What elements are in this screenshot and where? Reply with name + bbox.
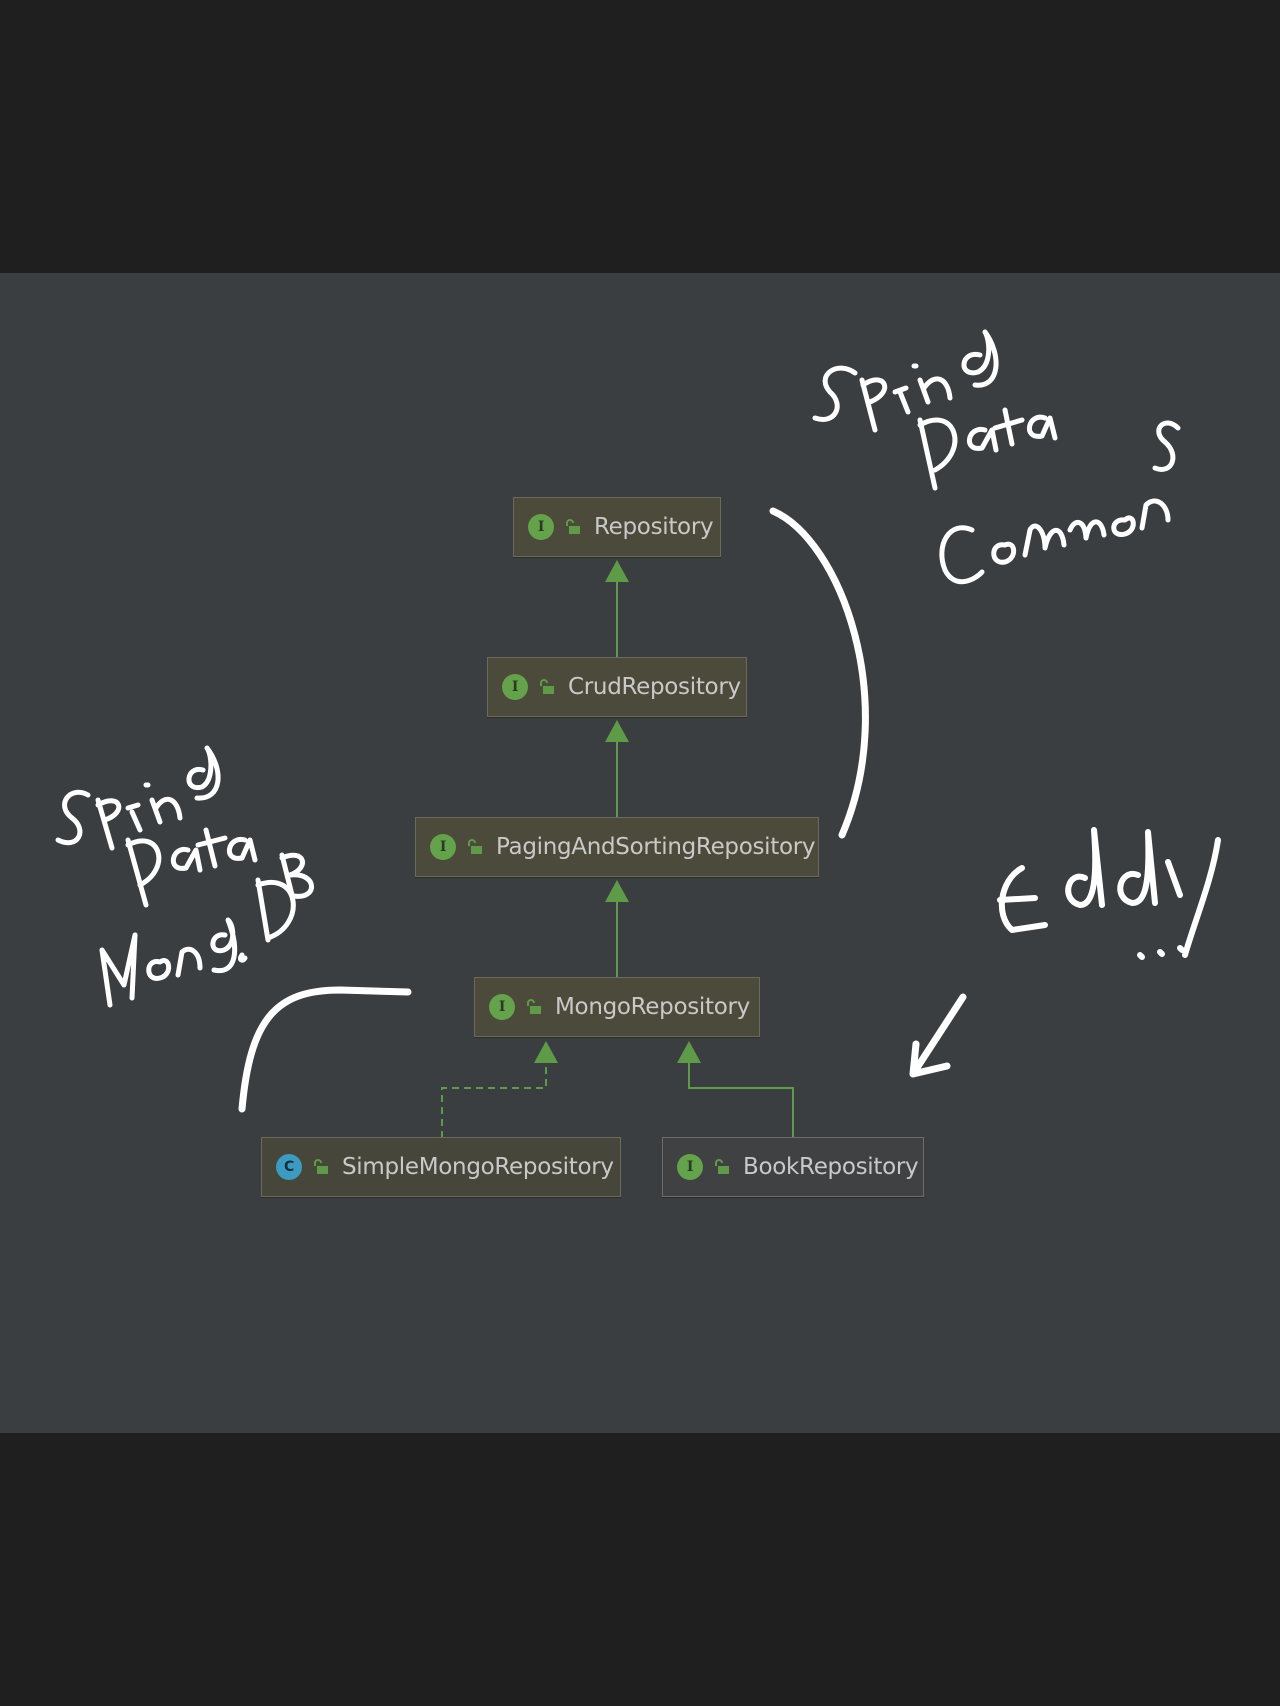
unlock-icon <box>566 519 580 534</box>
unlock-icon <box>540 679 554 694</box>
node-book-repository[interactable]: I BookRepository <box>662 1137 924 1197</box>
interface-icon: I <box>430 834 456 860</box>
node-label: Repository <box>594 514 714 540</box>
class-icon: C <box>276 1154 302 1180</box>
arrowhead-mongo-right <box>677 1041 701 1063</box>
node-paging-and-sorting-repository[interactable]: I PagingAndSortingRepository <box>415 817 819 877</box>
arrowhead-mongo-left <box>534 1041 558 1063</box>
unlock-icon <box>715 1159 729 1174</box>
interface-icon: I <box>489 994 515 1020</box>
node-label: PagingAndSortingRepository <box>496 834 816 860</box>
unlock-icon <box>468 839 482 854</box>
node-simple-mongo-repository[interactable]: C SimpleMongoRepository <box>261 1137 621 1197</box>
arrowhead-paging <box>605 880 629 902</box>
interface-icon: I <box>502 674 528 700</box>
interface-icon: I <box>677 1154 703 1180</box>
edge-simple-to-mongo <box>441 1058 547 1138</box>
node-crud-repository[interactable]: I CrudRepository <box>487 657 747 717</box>
interface-icon: I <box>528 514 554 540</box>
unlock-icon <box>314 1159 328 1174</box>
node-label: SimpleMongoRepository <box>342 1154 614 1180</box>
node-repository[interactable]: I Repository <box>513 497 721 557</box>
unlock-icon <box>527 999 541 1014</box>
node-label: CrudRepository <box>568 674 741 700</box>
arrowhead-crud <box>605 720 629 742</box>
arrowhead-repository <box>605 560 629 582</box>
node-label: MongoRepository <box>555 994 750 1020</box>
node-mongo-repository[interactable]: I MongoRepository <box>474 977 760 1037</box>
node-label: BookRepository <box>743 1154 919 1180</box>
edge-book-to-mongo <box>688 1058 794 1138</box>
